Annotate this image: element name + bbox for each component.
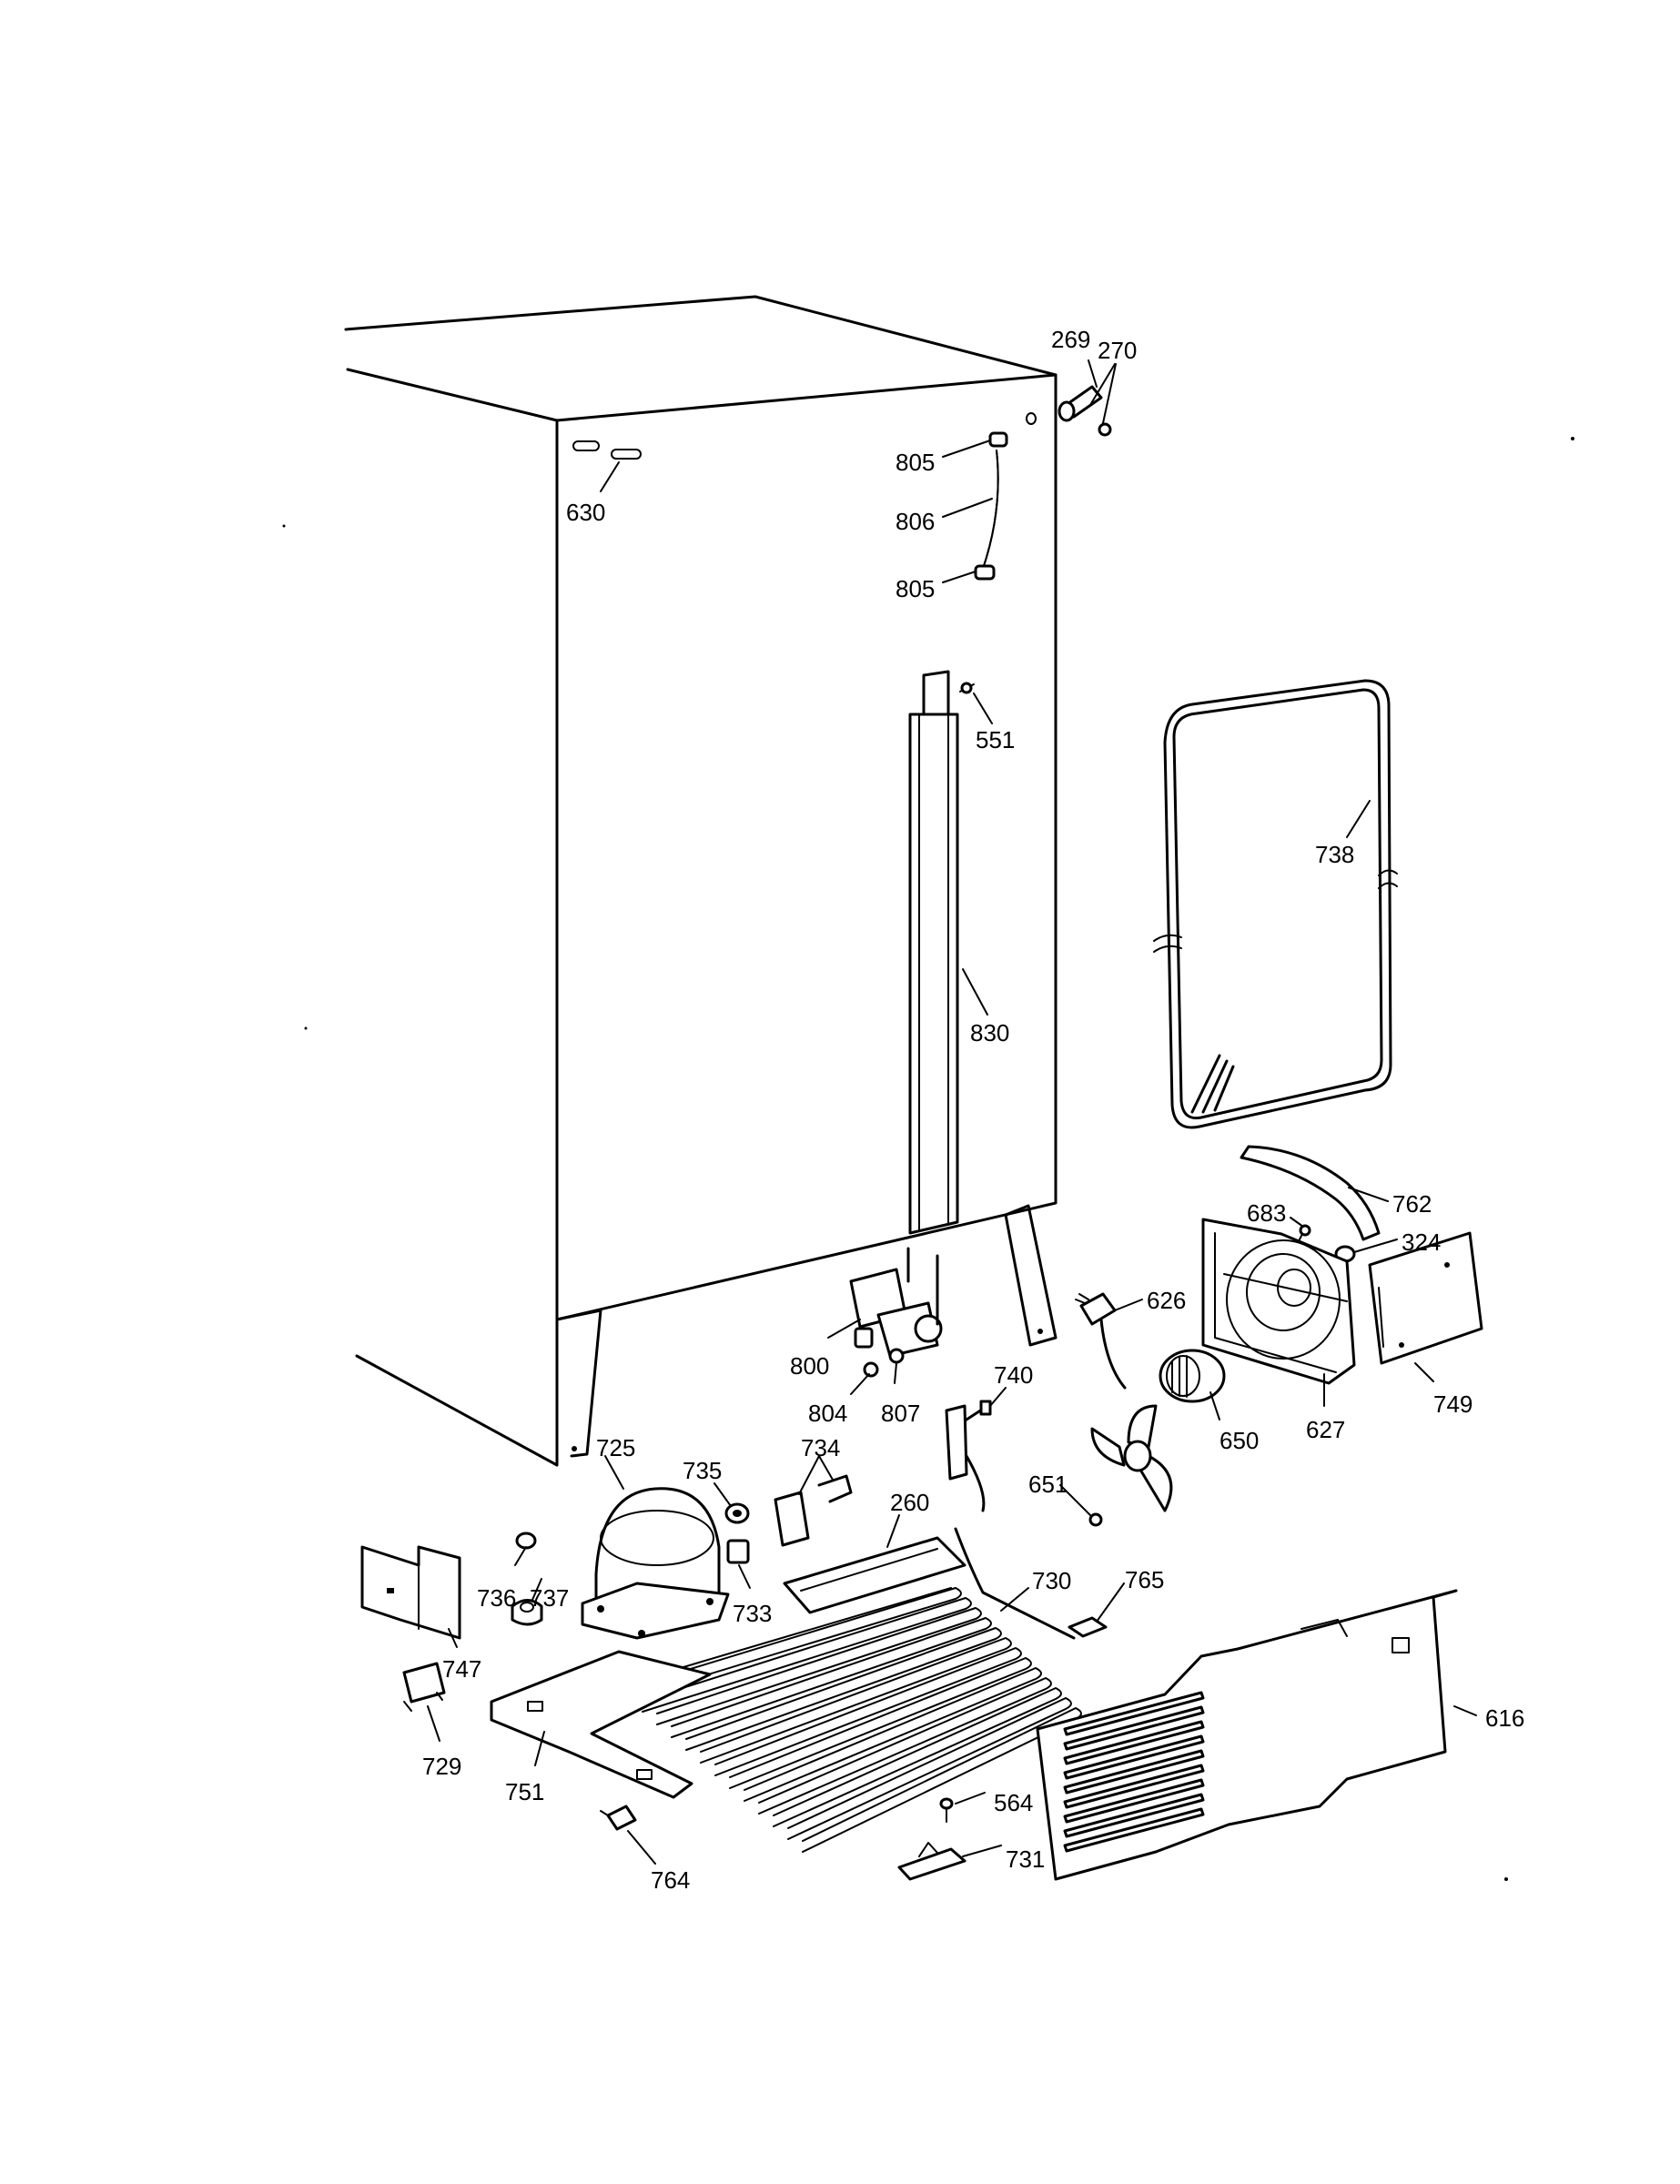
label-260: 260 [890,1489,929,1516]
part-616-access-panel [1036,1589,1458,1881]
condenser-coil-row [758,1677,1052,1815]
label-734: 734 [801,1434,840,1461]
part-564-screw [939,1797,954,1823]
label-731: 731 [1006,1845,1045,1873]
label-269: 269 [1051,326,1090,353]
part-764-clip [600,1805,637,1831]
part-807 [888,1348,905,1364]
label-626: 626 [1147,1287,1186,1314]
condenser-coil-row [744,1667,1042,1802]
label-740: 740 [994,1361,1033,1389]
condenser-coil-row [773,1687,1062,1827]
part-733-relay [726,1539,750,1564]
label-805: 805 [896,449,935,476]
label-650: 650 [1220,1427,1259,1454]
part-762-duct [1240,1145,1381,1241]
label-564: 564 [994,1789,1033,1816]
label-683: 683 [1247,1199,1286,1227]
part-551-screw [959,682,975,694]
label-800: 800 [790,1352,829,1380]
part-737-grommet [511,1599,543,1626]
part-804 [863,1361,879,1378]
condenser-coil-row [685,1627,1002,1751]
condenser-coil-row [729,1657,1032,1789]
part-736-grommet [515,1532,537,1550]
label-765: 765 [1125,1566,1164,1593]
part-260-drain-pan [783,1536,967,1614]
label-830: 830 [970,1019,1009,1046]
label-551: 551 [976,726,1015,753]
part-734-cover [774,1474,853,1547]
part-730-condenser [627,1527,1082,1853]
part-747-bracket [360,1545,461,1640]
label-725: 725 [596,1434,635,1461]
condenser-coil-row [627,1587,962,1700]
label-751: 751 [505,1778,544,1805]
condenser-coil-row [671,1617,992,1738]
part-738-heater-loop [1153,679,1398,1129]
grill-slot [1063,1793,1205,1838]
label-747: 747 [442,1655,481,1683]
label-730: 730 [1032,1567,1071,1594]
condenser-coil-row [642,1597,972,1713]
grill-slot [1063,1749,1205,1795]
part-269-fitting [1058,385,1112,437]
label-762: 762 [1392,1190,1432,1218]
grill-slot [1063,1764,1205,1809]
part-729-relay [402,1662,446,1712]
condenser-coil-row [714,1647,1022,1776]
grill-slot [1063,1691,1205,1736]
refrigerator-cabinet [344,295,1058,1467]
part-651-fan-blade [1088,1404,1173,1527]
label-630: 630 [566,499,605,526]
part-765-clip [1068,1616,1108,1638]
label-729: 729 [422,1753,461,1780]
part-labels: 269 270 805 806 805 630 551 738 830 762 … [422,326,1524,1894]
label-737: 737 [530,1584,569,1612]
part-806-tube [974,431,1008,581]
part-650-motor [1159,1349,1226,1403]
label-764: 764 [651,1866,690,1894]
condenser-coil-row [700,1637,1012,1764]
part-627-fan-shroud [1201,1218,1356,1385]
part-751-base [490,1650,712,1799]
label-736: 736 [477,1584,516,1612]
label-804: 804 [808,1400,847,1427]
part-749-cover [1368,1231,1483,1365]
grill-slot [1063,1778,1205,1824]
part-731-clip [897,1842,967,1881]
leader-lines [427,359,1477,1865]
label-738: 738 [1315,841,1354,868]
label-807: 807 [881,1400,920,1427]
label-735: 735 [683,1457,722,1484]
label-627: 627 [1306,1416,1345,1443]
part-725-compressor [581,1487,730,1640]
part-735-grommet [724,1502,750,1524]
part-830-channel [908,670,959,1235]
label-733: 733 [733,1600,772,1627]
part-626-cord [1075,1292,1127,1390]
label-806: 806 [896,508,935,535]
label-805-lower: 805 [896,575,935,602]
part-800-water-valve [849,1247,943,1358]
scan-specks [282,437,1574,1881]
grill-slot [1063,1705,1205,1751]
label-651: 651 [1028,1471,1068,1498]
condenser-coil-row [787,1697,1072,1840]
condenser-coil-row [656,1607,982,1725]
part-740-thermostat [945,1400,992,1512]
label-616: 616 [1485,1704,1524,1732]
grill-slot [1063,1807,1205,1853]
grill-slot [1063,1720,1205,1765]
label-324: 324 [1402,1228,1441,1256]
label-270: 270 [1098,337,1137,364]
label-749: 749 [1433,1390,1473,1418]
grill-slot [1063,1734,1205,1780]
